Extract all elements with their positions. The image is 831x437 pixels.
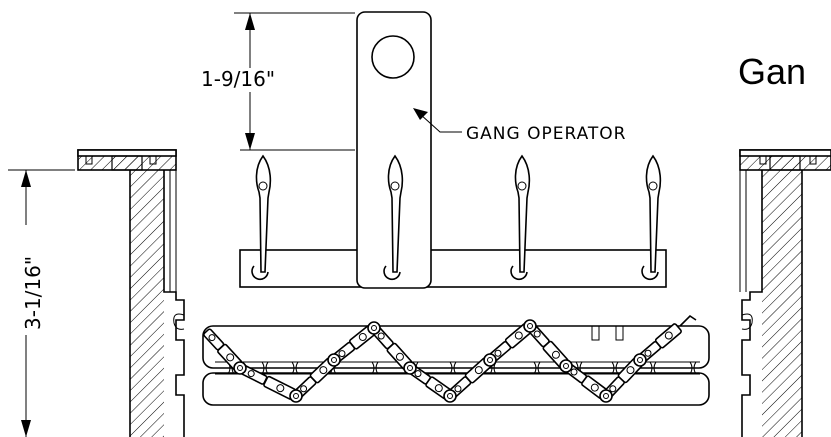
right-housing-wall xyxy=(739,149,831,437)
actuator-pin xyxy=(641,154,662,281)
gang-operator xyxy=(356,11,432,289)
actuator-pin xyxy=(251,154,272,281)
dimension-left: 3-1/16" xyxy=(8,169,75,437)
linkage-segment xyxy=(203,328,243,371)
switch-mechanism xyxy=(202,314,710,406)
dimension-left-text: 3-1/16" xyxy=(21,256,45,330)
gang-operator-label: GANG OPERATOR xyxy=(466,124,626,144)
gang-operator-callout: GANG OPERATOR xyxy=(413,108,626,144)
dimension-upper-text: 1-9/16" xyxy=(201,67,275,91)
left-housing-wall xyxy=(77,149,185,437)
actuator-pin xyxy=(510,154,531,281)
operator-bar xyxy=(239,249,667,288)
actuator-pin xyxy=(383,154,404,281)
actuator-pins xyxy=(251,154,662,281)
dimension-upper: 1-9/16" xyxy=(201,12,355,151)
drawing-title: Gan xyxy=(738,51,806,92)
